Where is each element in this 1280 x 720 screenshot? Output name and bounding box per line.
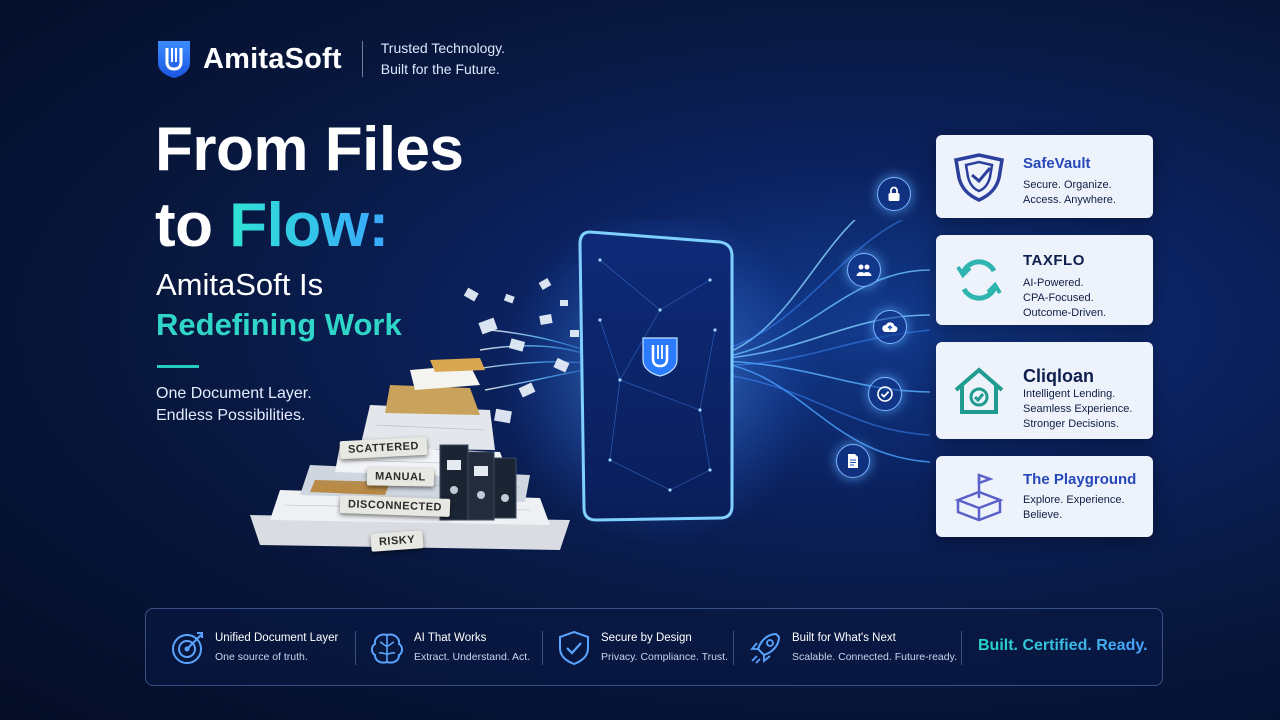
feature-divider: [355, 631, 356, 665]
closing-slogan: Built. Certified. Ready.: [978, 637, 1148, 654]
flag-box-icon: [954, 472, 1004, 521]
product-line: Access. Anywhere.: [1023, 194, 1116, 206]
feature-subtitle: One source of truth.: [215, 651, 308, 663]
tag-risky: RISKY: [370, 530, 424, 552]
hero-tagline-line-2: Endless Possibilities.: [156, 407, 306, 424]
product-description: Intelligent Lending. Seamless Experience…: [1023, 387, 1132, 432]
feature-title: Built for What's Next: [792, 632, 896, 644]
amitasoft-logo-icon: [158, 41, 190, 78]
subheadline-2: Redefining Work: [156, 307, 402, 342]
brand-tagline: Trusted Technology. Built for the Future…: [381, 38, 505, 80]
feature-subtitle: Scalable. Connected. Future-ready.: [792, 651, 957, 663]
brain-icon: [371, 633, 403, 664]
product-line: Outcome-Driven.: [1023, 307, 1107, 319]
check-icon: [877, 386, 893, 402]
people-icon: [856, 264, 872, 276]
product-card-safevault[interactable]: SafeVault Secure. Organize. Access. Anyw…: [936, 135, 1153, 218]
product-title: Cliqloan: [1023, 366, 1094, 386]
sync-cycle-icon: [956, 259, 1002, 301]
brand-tagline-line-2: Built for the Future.: [380, 61, 500, 77]
feature-divider: [733, 631, 734, 665]
subheadline-1: AmitaSoft Is: [156, 267, 324, 302]
document-icon: [848, 454, 858, 468]
tablet-logo-icon: [642, 337, 678, 377]
product-line: Intelligent Lending.: [1023, 388, 1116, 400]
product-line: Seamless Experience.: [1023, 403, 1133, 415]
hero-tagline: One Document Layer. Endless Possibilitie…: [156, 383, 312, 427]
product-title: TAXFLO: [1023, 252, 1085, 269]
feature-title: Secure by Design: [601, 632, 692, 644]
feature-divider: [961, 631, 962, 665]
accent-rule: [157, 365, 199, 368]
brand-header: AmitaSoft Trusted Technology. Built for …: [156, 38, 505, 80]
headline-line-1: From Files: [155, 115, 464, 184]
lock-icon: [888, 186, 900, 201]
product-title: SafeVault: [1023, 155, 1091, 172]
feature-title: AI That Works: [414, 632, 487, 644]
headline-line-2: to Flow:: [155, 188, 464, 264]
product-line: Secure. Organize.: [1023, 179, 1112, 191]
product-line: Believe.: [1023, 509, 1063, 521]
product-description: Secure. Organize. Access. Anywhere.: [1023, 178, 1116, 208]
product-card-taxflo[interactable]: TAXFLO AI-Powered. CPA-Focused. Outcome-…: [936, 235, 1153, 325]
feature-title: Unified Document Layer: [215, 632, 339, 644]
product-card-cliqloan[interactable]: Cliqloan Intelligent Lending. Seamless E…: [936, 342, 1153, 439]
rocket-icon: [750, 632, 781, 664]
product-card-playground[interactable]: The Playground Explore. Experience. Beli…: [936, 456, 1153, 537]
headline-accent: Flow:: [229, 191, 389, 260]
product-line: CPA-Focused.: [1023, 292, 1094, 304]
brand-name: AmitaSoft: [203, 42, 342, 75]
tag-disconnected: DISCONNECTED: [339, 495, 451, 517]
files-to-flow-illustration: [250, 220, 931, 550]
cloud-icon: [882, 322, 898, 332]
node-people: [847, 253, 881, 287]
brand-tagline-line-1: Trusted Technology.: [380, 40, 506, 56]
home-check-icon: [954, 366, 1004, 414]
product-description: AI-Powered. CPA-Focused. Outcome-Driven.: [1023, 276, 1106, 321]
feature-bar: Unified Document Layer One source of tru…: [145, 608, 1163, 686]
product-line: AI-Powered.: [1023, 277, 1084, 289]
product-description: Explore. Experience. Believe.: [1023, 493, 1125, 523]
node-lock: [877, 177, 911, 211]
tablet-device: [578, 230, 734, 522]
headline-line-2-plain: to: [155, 191, 230, 260]
product-line: Explore. Experience.: [1023, 494, 1125, 506]
headline: From Files to Flow:: [155, 112, 464, 264]
brand-divider: [361, 41, 363, 77]
hero-tagline-line-1: One Document Layer.: [156, 385, 312, 402]
node-cloud: [873, 310, 907, 344]
feature-subtitle: Extract. Understand. Act.: [414, 651, 531, 663]
node-check: [868, 377, 902, 411]
feature-divider: [542, 631, 543, 665]
product-line: Stronger Decisions.: [1023, 418, 1119, 430]
target-icon: [172, 632, 203, 664]
safevault-shield-icon: [953, 152, 1005, 202]
node-document: [836, 444, 870, 478]
product-title: The Playground: [1023, 471, 1137, 488]
shield-check-icon: [559, 630, 589, 666]
feature-subtitle: Privacy. Compliance. Trust.: [601, 651, 729, 663]
binders: [439, 444, 517, 521]
tag-manual: MANUAL: [366, 467, 434, 487]
